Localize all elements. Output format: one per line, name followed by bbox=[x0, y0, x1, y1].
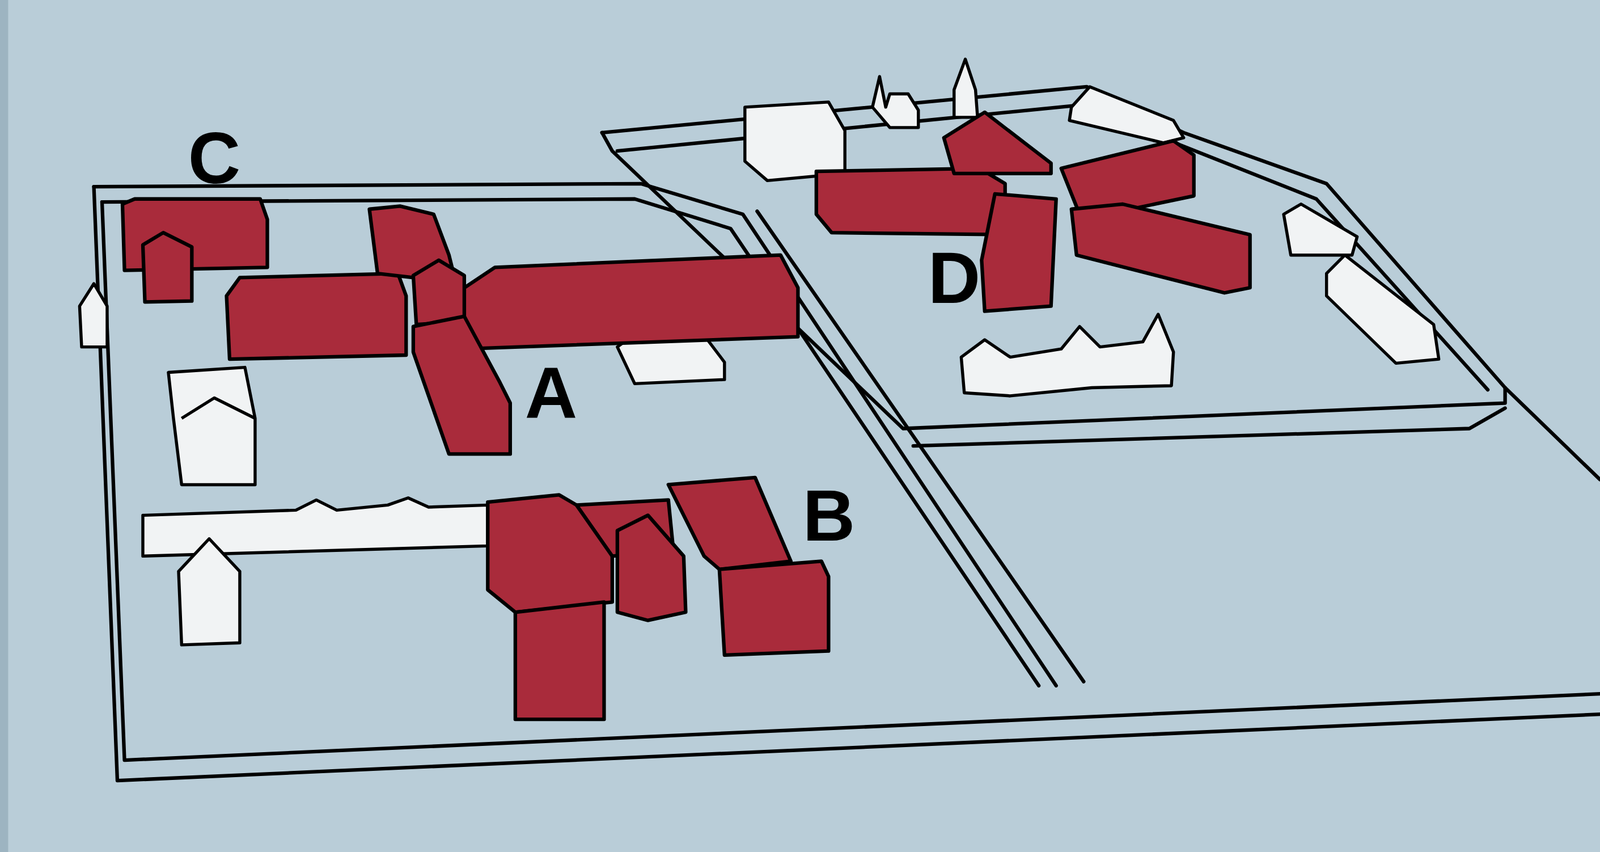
building-label: A bbox=[525, 356, 578, 430]
building-label: B bbox=[802, 479, 855, 552]
building-label: D bbox=[928, 241, 981, 315]
building-label: C bbox=[188, 121, 241, 195]
